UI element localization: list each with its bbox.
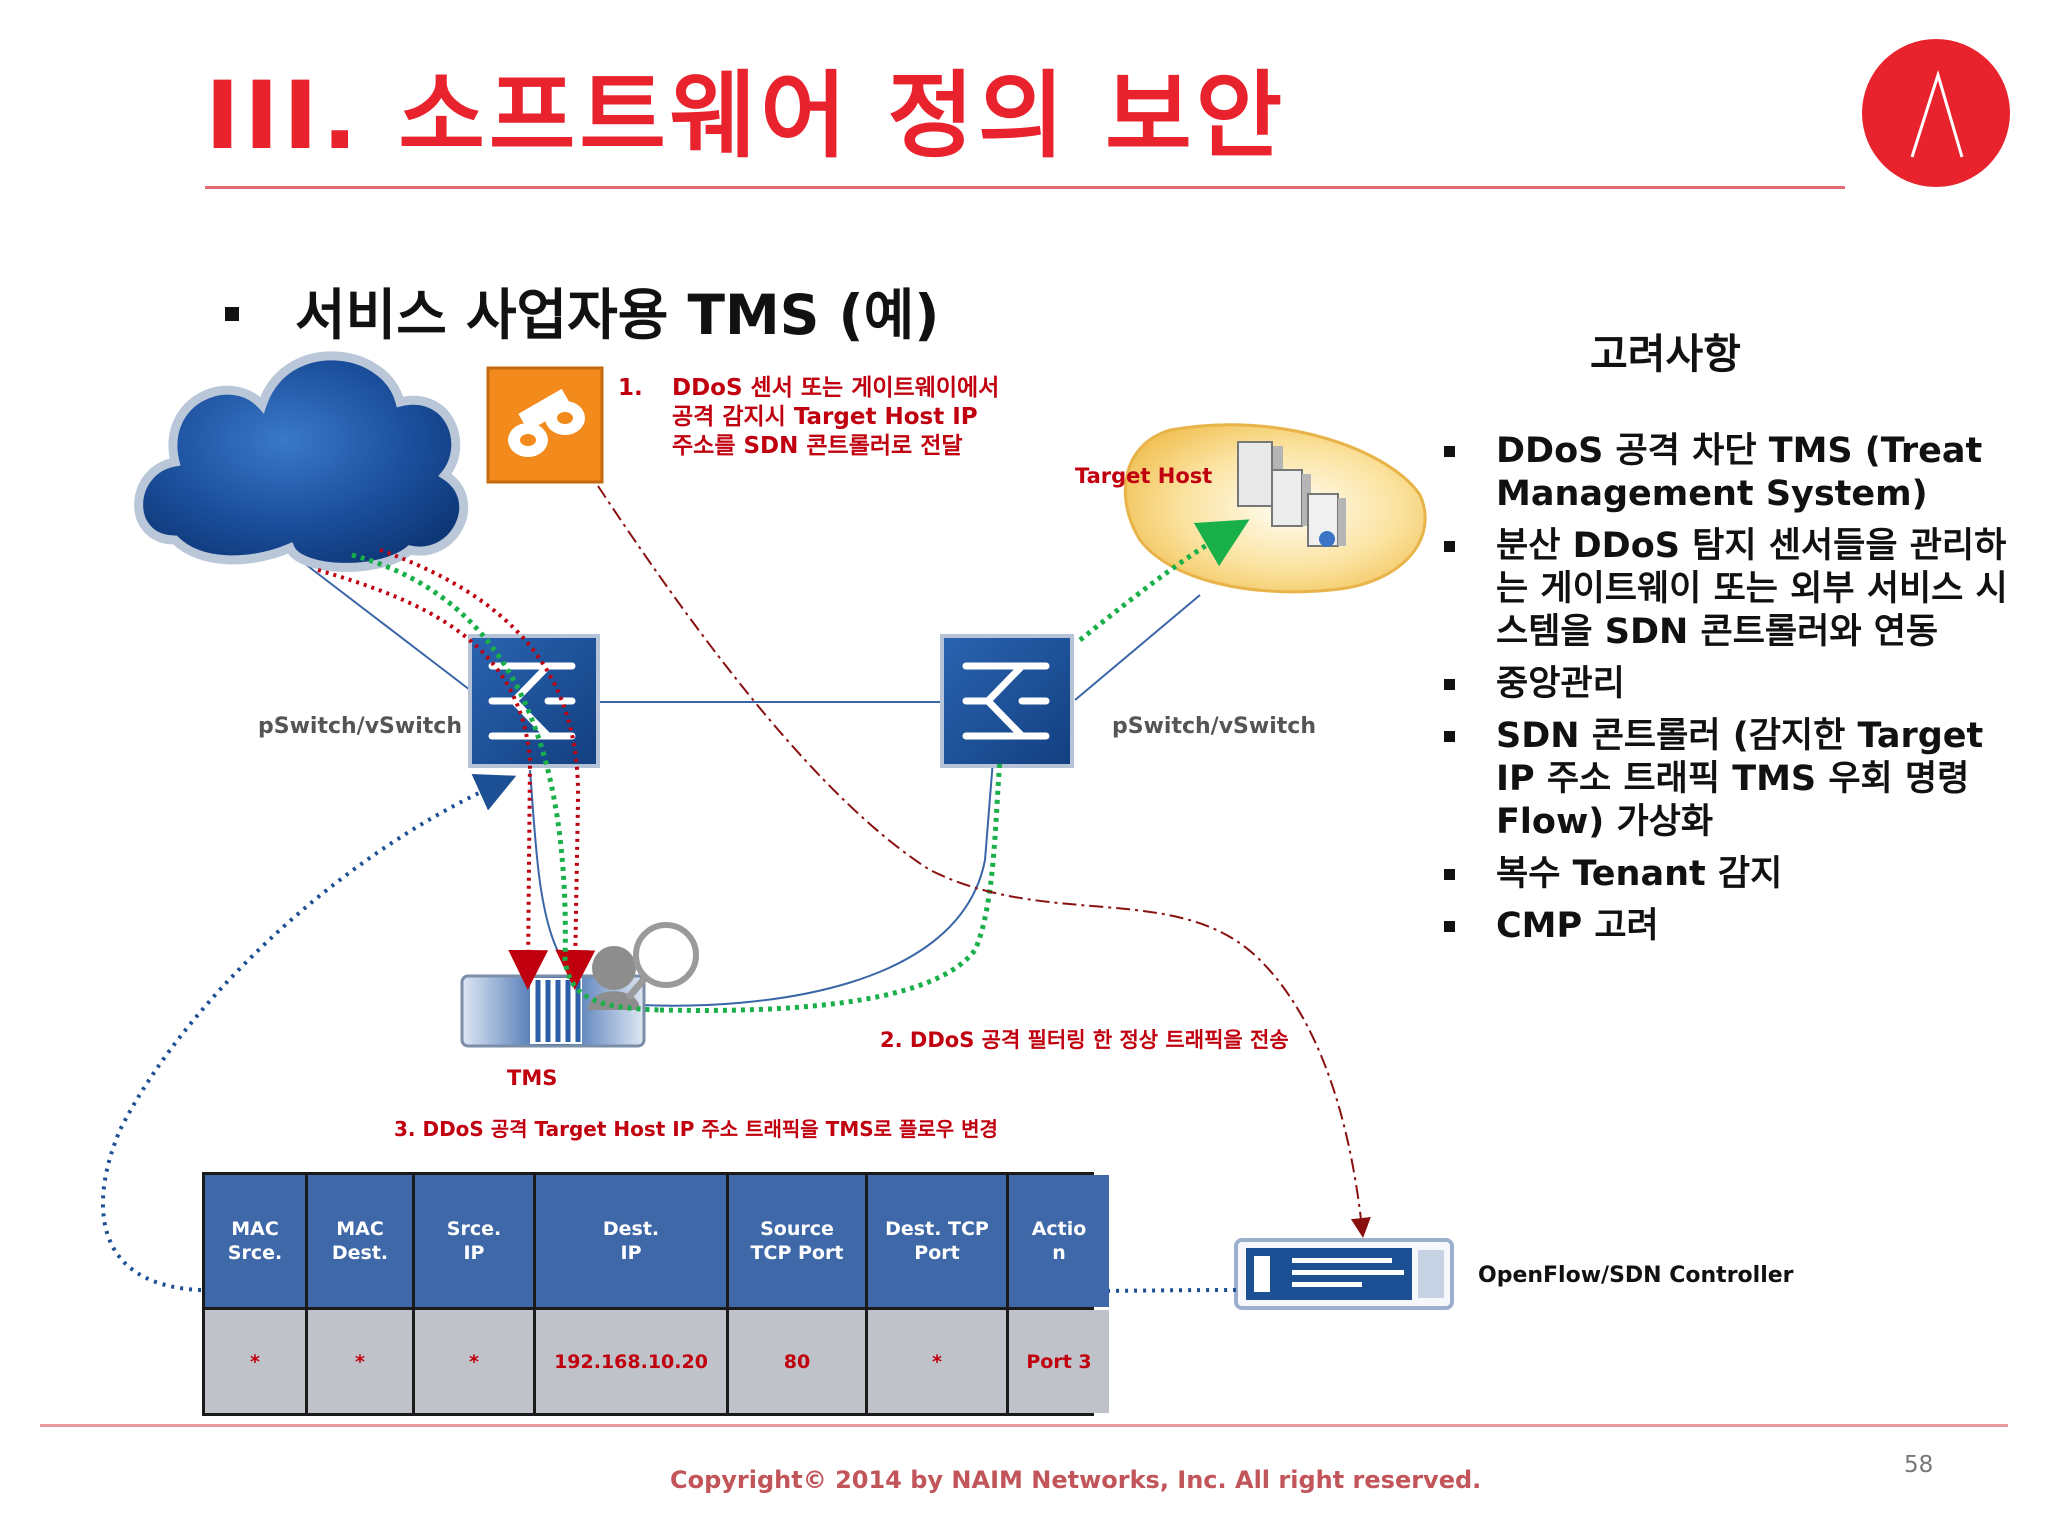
blue-control-path (100, 774, 1237, 1297)
bullet-icon (225, 306, 239, 321)
title-divider (205, 186, 1845, 189)
step3-annotation: 3. DDoS 공격 Target Host IP 주소 트래픽을 TMS로 플… (394, 1117, 998, 1141)
table-header-cell: MAC Srce. (205, 1175, 305, 1307)
controller-label: OpenFlow/SDN Controller (1478, 1263, 1794, 1288)
table-header-cell: MAC Dest. (308, 1175, 412, 1307)
sdn-controller-icon (1234, 1238, 1454, 1310)
tms-label: TMS (507, 1066, 558, 1090)
step1-line-2: 공격 감지시 Target Host IP (672, 404, 978, 430)
section-heading: 서비스 사업자용 TMS (예) (225, 270, 939, 350)
page-number: 58 (1904, 1452, 1934, 1478)
slide-title: III. 소프트웨어 정의 보안 (205, 62, 1287, 171)
server-icon (1237, 441, 1346, 547)
link-lines (299, 559, 1201, 1007)
target-host-label: Target Host (1075, 464, 1213, 488)
step1-line-1: DDoS 센서 또는 게이트웨이에서 (672, 375, 1000, 401)
lambda-icon (1910, 69, 1964, 158)
list-item: 분산 DDoS 탐지 센서들을 관리하는 게이트웨이 또는 외부 서비스 시스템… (1440, 525, 2030, 654)
list-item: SDN 콘트롤러 (감지한 Target IP 주소 트래픽 TMS 우회 명령… (1440, 715, 2030, 844)
brand-logo (1862, 39, 2010, 187)
table-header-cell: Dest. TCP Port (868, 1175, 1006, 1307)
switch-left-icon (468, 634, 600, 768)
table-header-cell: Actio n (1009, 1175, 1109, 1307)
table-header-cell: Srce. IP (415, 1175, 533, 1307)
step2-annotation: 2. DDoS 공격 필터링 한 정상 트래픽을 전송 (880, 1028, 1289, 1052)
copyright-text: Copyright© 2014 by NAIM Networks, Inc. A… (670, 1466, 1482, 1494)
considerations-list: DDoS 공격 차단 TMS (Treat Management System)… (1440, 430, 2030, 957)
table-cell: * (415, 1310, 533, 1413)
bullet-icon (1444, 541, 1455, 552)
table-cell: * (205, 1310, 305, 1413)
footer-divider (40, 1424, 2008, 1427)
table-header-cell: Source TCP Port (729, 1175, 865, 1307)
table-cell: * (308, 1310, 412, 1413)
switch-left-label: pSwitch/vSwitch (258, 714, 462, 739)
table-cell: 192.168.10.20 (536, 1310, 726, 1413)
list-item: CMP 고려 (1440, 905, 2030, 948)
list-item: DDoS 공격 차단 TMS (Treat Management System) (1440, 430, 2030, 516)
bullet-icon (1444, 869, 1455, 880)
section-heading-text: 서비스 사업자용 TMS (예) (295, 283, 940, 347)
switch-right-icon (940, 634, 1074, 768)
internet-cloud-icon (134, 351, 469, 572)
list-item: 복수 Tenant 감지 (1440, 853, 2030, 896)
table-cell: Port 3 (1009, 1310, 1109, 1413)
tms-appliance-icon (460, 922, 699, 1048)
target-host-icon (1123, 423, 1427, 594)
bullet-icon (1444, 679, 1455, 690)
dashdot-signal-path (597, 485, 1371, 1238)
red-attack-paths (317, 548, 596, 990)
list-item: 중앙관리 (1440, 663, 2030, 706)
bullet-icon (1444, 921, 1455, 932)
table-cell: * (868, 1310, 1006, 1413)
green-clean-paths (351, 519, 1250, 1013)
table-header-cell: Dest. IP (536, 1175, 726, 1307)
table-cell: 80 (729, 1310, 865, 1413)
switch-right-label: pSwitch/vSwitch (1112, 714, 1316, 739)
binoculars-icon (486, 366, 604, 484)
flow-table: MAC Srce. MAC Dest. Srce. IP Dest. IP So… (202, 1172, 1109, 1416)
bullet-icon (1444, 446, 1455, 457)
step1-line-3: 주소를 SDN 콘트롤러로 전달 (672, 433, 963, 459)
step1-number: 1. (618, 375, 643, 401)
considerations-heading: 고려사항 (1590, 330, 1741, 378)
bullet-icon (1444, 731, 1455, 742)
